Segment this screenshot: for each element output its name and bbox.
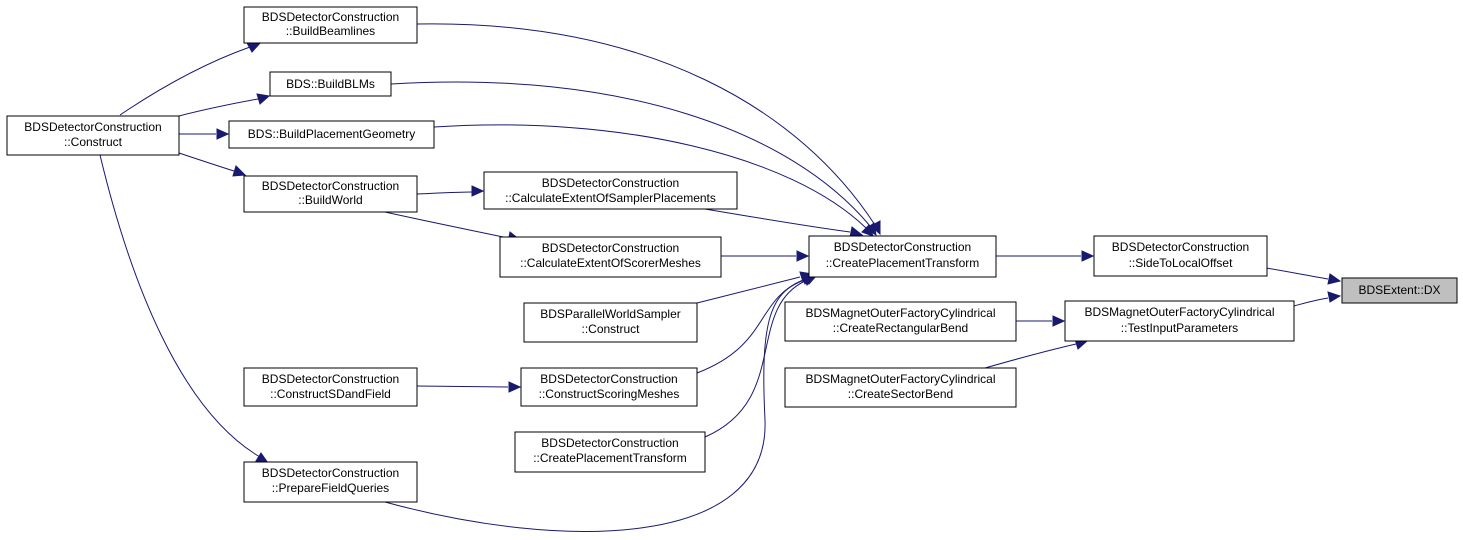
node-construct-sdfield-line2: ::ConstructSDandField: [270, 387, 391, 401]
node-side-to-local-line2: ::SideToLocalOffset: [1129, 256, 1234, 270]
node-build-beamlines-line1: BDSDetectorConstruction: [262, 10, 399, 24]
node-extent-dx-line1: BDSExtent::DX: [1358, 283, 1440, 297]
node-parallel-sampler[interactable]: BDSParallelWorldSampler ::Construct: [523, 302, 698, 343]
node-extent-dx[interactable]: BDSExtent::DX: [1341, 277, 1458, 304]
edge-constructsdfield-to-constructscoring: [416, 381, 522, 393]
edge-createsectorbend-to-testinput: [984, 338, 1089, 369]
node-calc-scorer-line2: ::CalculateExtentOfScorerMeshes: [520, 256, 701, 270]
node-parallel-sampler-line1: BDSParallelWorldSampler: [540, 307, 681, 321]
node-create-placement-secondary-line1: BDSDetectorConstruction: [541, 436, 678, 450]
edge-calcscorer-to-createplacement: [721, 250, 810, 262]
node-build-blms-line1: BDS::BuildBLMs: [286, 77, 375, 91]
node-calc-scorer-line1: BDSDetectorConstruction: [542, 241, 679, 255]
node-create-sector-bend[interactable]: BDSMagnetOuterFactoryCylindrical ::Creat…: [784, 367, 1017, 408]
node-build-blms[interactable]: BDS::BuildBLMs: [269, 71, 392, 97]
node-test-input-line2: ::TestInputParameters: [1121, 321, 1238, 335]
node-calc-sampler[interactable]: BDSDetectorConstruction ::CalculateExten…: [483, 171, 738, 210]
node-build-world-line2: ::BuildWorld: [298, 193, 362, 207]
node-construct-line2: ::Construct: [64, 135, 123, 149]
node-prepare-field-line1: BDSDetectorConstruction: [262, 466, 399, 480]
node-create-sector-bend-line1: BDSMagnetOuterFactoryCylindrical: [805, 372, 995, 386]
node-create-sector-bend-line2: ::CreateSectorBend: [848, 387, 953, 401]
edge-buildblms-to-createplacement: [390, 81, 877, 236]
edge-calcsampler-to-createplacement: [704, 208, 864, 238]
node-test-input-line1: BDSMagnetOuterFactoryCylindrical: [1084, 305, 1274, 319]
edge-buildworld-to-calcsampler: [416, 185, 485, 197]
edge-construct-to-buildplacementgeometry: [179, 128, 230, 140]
edge-construct-to-buildworld: [178, 152, 247, 177]
edge-construct-to-buildbeamlines: [119, 41, 263, 116]
node-build-world[interactable]: BDSDetectorConstruction ::BuildWorld: [243, 175, 418, 213]
node-calc-sampler-line1: BDSDetectorConstruction: [542, 176, 679, 190]
node-build-world-line1: BDSDetectorConstruction: [262, 179, 399, 193]
node-create-rect-bend-line2: ::CreateRectangularBend: [833, 321, 968, 335]
node-construct-scoring[interactable]: BDSDetectorConstruction ::ConstructScori…: [520, 367, 698, 407]
node-test-input[interactable]: BDSMagnetOuterFactoryCylindrical ::TestI…: [1064, 300, 1295, 342]
node-prepare-field[interactable]: BDSDetectorConstruction ::PrepareFieldQu…: [243, 461, 418, 503]
edge-createplacement-to-sidetolocal: [996, 250, 1095, 262]
node-build-beamlines[interactable]: BDSDetectorConstruction ::BuildBeamlines: [243, 6, 418, 44]
node-create-placement-line1: BDSDetectorConstruction: [834, 240, 971, 254]
node-create-placement-secondary-line2: ::CreatePlacementTransform: [533, 451, 687, 465]
node-side-to-local-line1: BDSDetectorConstruction: [1112, 240, 1249, 254]
node-create-placement-secondary[interactable]: BDSDetectorConstruction ::CreatePlacemen…: [514, 431, 706, 473]
node-create-rect-bend[interactable]: BDSMagnetOuterFactoryCylindrical ::Creat…: [784, 301, 1017, 342]
node-construct-line1: BDSDetectorConstruction: [24, 120, 161, 134]
node-construct-scoring-line1: BDSDetectorConstruction: [540, 372, 677, 386]
node-build-placement-geometry[interactable]: BDS::BuildPlacementGeometry: [228, 120, 435, 149]
node-construct-sdfield-line1: BDSDetectorConstruction: [262, 372, 399, 386]
edge-createrectbend-to-testinput: [1016, 315, 1066, 327]
edge-sidetolocal-to-extentdx: [1265, 267, 1342, 285]
edge-createplacement2-to-createplacement: [704, 275, 816, 438]
edge-testinput-to-extentdx: [1293, 291, 1342, 307]
node-parallel-sampler-line2: ::Construct: [581, 322, 640, 336]
node-create-rect-bend-line1: BDSMagnetOuterFactoryCylindrical: [805, 306, 995, 320]
edges: [99, 23, 1342, 532]
node-construct-scoring-line2: ::ConstructScoringMeshes: [539, 387, 680, 401]
edge-buildplacementgeometry-to-createplacement: [433, 124, 874, 237]
node-calc-sampler-line2: ::CalculateExtentOfSamplerPlacements: [505, 191, 716, 205]
node-create-placement-line2: ::CreatePlacementTransform: [826, 256, 980, 270]
node-construct-sdfield[interactable]: BDSDetectorConstruction ::ConstructSDand…: [243, 367, 418, 407]
node-side-to-local[interactable]: BDSDetectorConstruction ::SideToLocalOff…: [1093, 235, 1268, 277]
nodes: BDSDetectorConstruction ::BuildBeamlines…: [6, 6, 1458, 503]
edge-construct-to-preparefieldqueries: [99, 154, 270, 464]
node-build-placement-geometry-line1: BDS::BuildPlacementGeometry: [248, 127, 415, 141]
node-prepare-field-line2: ::PrepareFieldQueries: [272, 481, 389, 495]
edge-construct-to-buildblms: [178, 93, 271, 117]
node-build-beamlines-line2: ::BuildBeamlines: [286, 24, 375, 38]
node-calc-scorer[interactable]: BDSDetectorConstruction ::CalculateExten…: [499, 236, 722, 278]
node-create-placement[interactable]: BDSDetectorConstruction ::CreatePlacemen…: [808, 235, 997, 278]
node-construct[interactable]: BDSDetectorConstruction ::Construct: [6, 115, 180, 156]
